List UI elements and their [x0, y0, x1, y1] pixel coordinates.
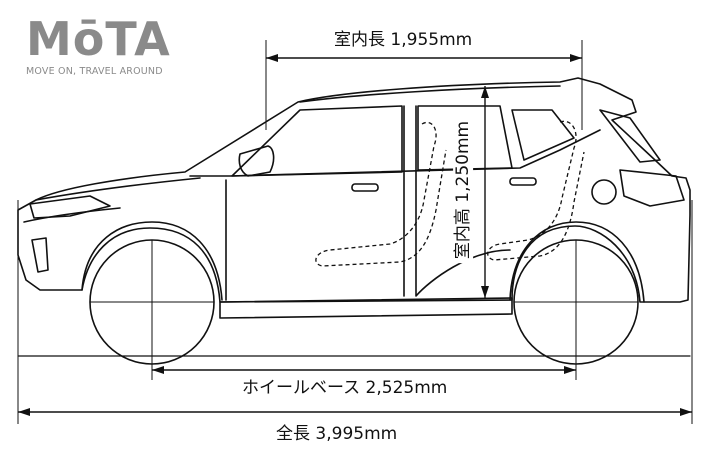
wheelbase-label: ホイールベース 2,525mm [238, 378, 452, 398]
fog-light [31, 237, 49, 273]
front-seat-outline [315, 121, 447, 267]
tail-light [619, 169, 685, 207]
overall-length-arrow-left [18, 408, 30, 416]
interior-height-label: 室内高 1,250mm [453, 116, 474, 264]
roof-rail [299, 85, 561, 103]
hood-line [35, 177, 201, 201]
rear-window [417, 105, 513, 171]
belt-line [189, 129, 601, 177]
rear-wheel-arch [509, 221, 645, 303]
logo-wordmark: MōTA [26, 12, 171, 66]
bumper-line [23, 207, 121, 223]
interior-length-arrow-right [570, 54, 582, 62]
wheelbase-arrow-left [152, 366, 164, 374]
interior-height-arrow-top [481, 86, 489, 98]
overall-length-arrow-right [680, 408, 692, 416]
side-mirror [238, 145, 275, 177]
rear-glass [599, 109, 661, 163]
front-door-handle [351, 183, 379, 192]
front-window [231, 105, 403, 177]
wheelbase-arrow-right [564, 366, 576, 374]
headlight [29, 195, 111, 219]
mota-logo: MōTA MOVE ON, TRAVEL AROUND [26, 12, 171, 77]
side-sill [219, 297, 513, 319]
car-body-outline [17, 77, 691, 303]
front-door [225, 105, 405, 301]
overall-length-label: 全長 3,995mm [272, 424, 402, 444]
quarter-window [511, 109, 575, 161]
interior-height-arrow-bottom [481, 286, 489, 298]
rear-seat-outline [487, 120, 585, 261]
interior-length-label: 室内長 1,955mm [330, 30, 477, 50]
fuel-lid [591, 179, 617, 205]
logo-tagline: MOVE ON, TRAVEL AROUND [26, 66, 163, 77]
interior-length-arrow-left [266, 54, 278, 62]
rear-door-handle [509, 177, 537, 186]
rear-door [415, 105, 511, 297]
front-wheel-arch [81, 221, 223, 301]
